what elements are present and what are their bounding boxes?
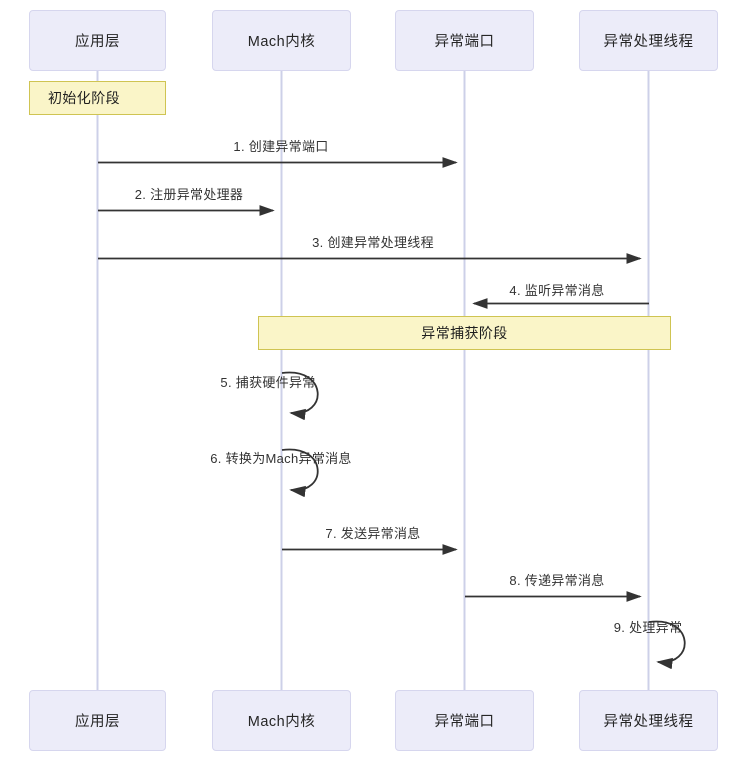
message-label-6: 6. 转换为Mach异常消息 xyxy=(210,451,352,466)
message-label-3: 3. 创建异常处理线程 xyxy=(312,235,434,250)
participant-footer-kernel[interactable]: Mach内核 xyxy=(212,690,351,751)
message-label-7: 7. 发送异常消息 xyxy=(325,526,421,541)
note-init: 初始化阶段 xyxy=(29,81,166,115)
participant-label: 异常端口 xyxy=(434,714,495,730)
participant-footer-app[interactable]: 应用层 xyxy=(29,690,166,751)
message-label-4: 4. 监听异常消息 xyxy=(509,283,605,298)
participant-header-port[interactable]: 异常端口 xyxy=(395,10,534,71)
participant-header-app[interactable]: 应用层 xyxy=(29,10,166,71)
participant-header-handler[interactable]: 异常处理线程 xyxy=(579,10,718,71)
participant-footer-handler[interactable]: 异常处理线程 xyxy=(579,690,718,751)
participant-label: 应用层 xyxy=(75,714,120,730)
participant-label: Mach内核 xyxy=(247,34,316,50)
participant-label: 异常端口 xyxy=(434,34,495,50)
self-message-9 xyxy=(648,620,686,670)
message-label-9: 9. 处理异常 xyxy=(613,620,683,635)
note-label: 初始化阶段 xyxy=(48,90,120,106)
message-label-2: 2. 注册异常处理器 xyxy=(134,187,244,202)
message-arrows-group xyxy=(98,157,686,670)
participant-footer-port[interactable]: 异常端口 xyxy=(395,690,534,751)
lifelines-group xyxy=(96,71,650,690)
message-label-5: 5. 捕获硬件异常 xyxy=(220,375,316,390)
note-label: 异常捕获阶段 xyxy=(421,325,508,341)
note-capture: 异常捕获阶段 xyxy=(258,316,671,350)
participant-label: 异常处理线程 xyxy=(603,34,694,50)
self-message-5 xyxy=(281,371,319,421)
participant-label: Mach内核 xyxy=(247,714,316,730)
participant-header-kernel[interactable]: Mach内核 xyxy=(212,10,351,71)
self-message-6 xyxy=(281,448,319,498)
message-label-8: 8. 传递异常消息 xyxy=(509,573,605,588)
message-label-1: 1. 创建异常端口 xyxy=(233,139,329,154)
participant-label: 应用层 xyxy=(75,34,120,50)
participant-label: 异常处理线程 xyxy=(603,714,694,730)
